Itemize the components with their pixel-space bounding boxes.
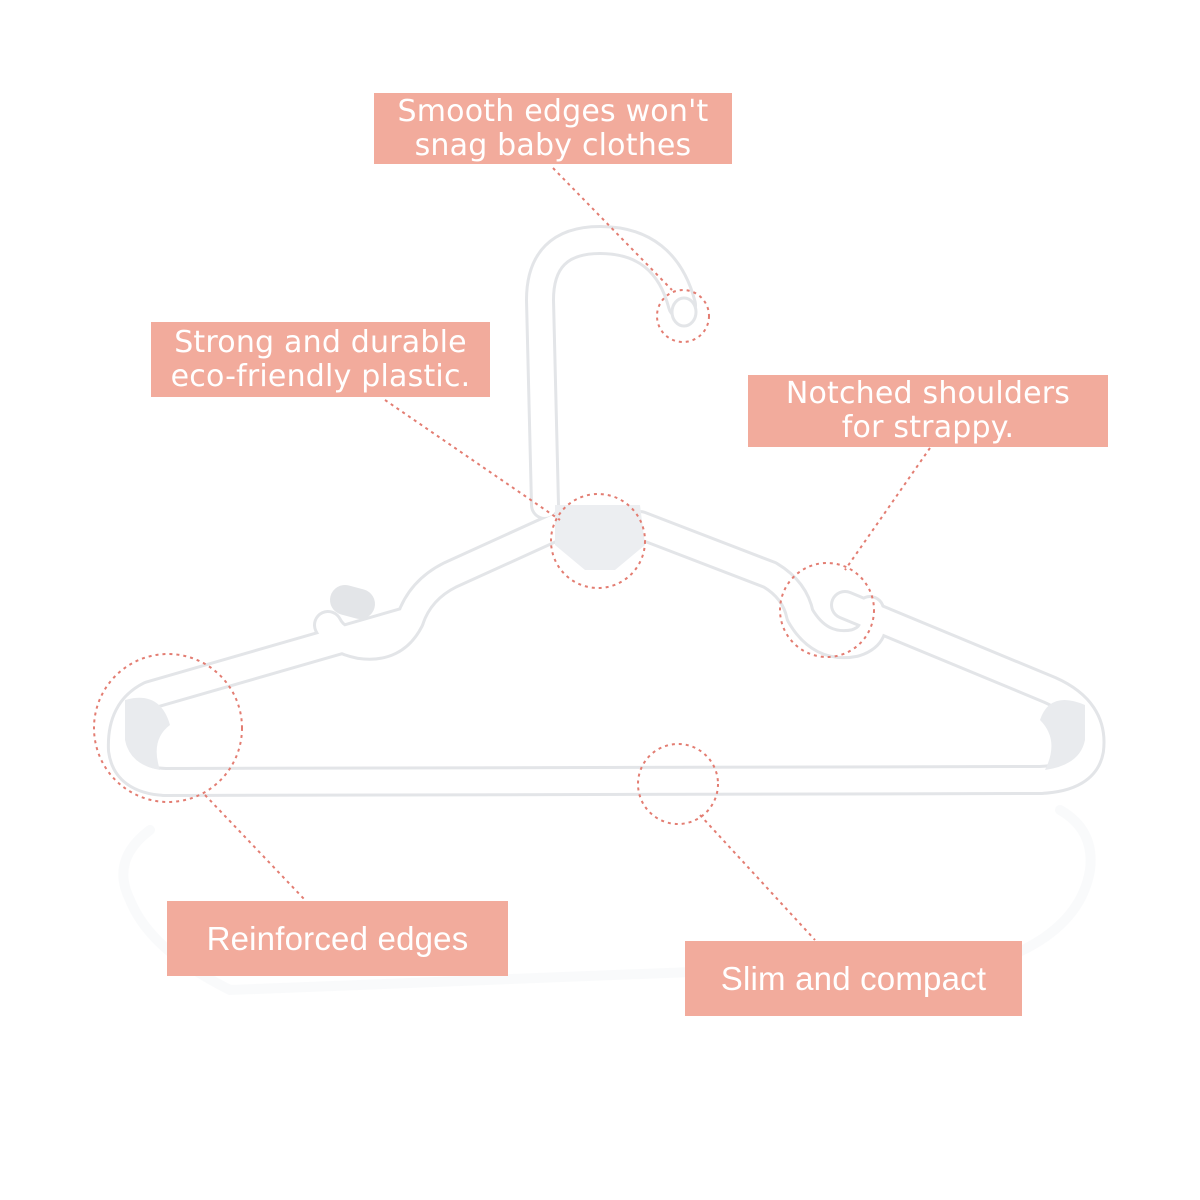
callout-reinforced-edges: Reinforced edges xyxy=(167,901,508,976)
callout-notched-shoulders: Notched shoulders for strappy. xyxy=(748,375,1108,447)
highlight-circles xyxy=(93,289,875,825)
highlight-circle-end xyxy=(93,653,243,803)
highlight-circle-hook-tip xyxy=(656,289,710,343)
hanger xyxy=(106,225,1106,797)
highlight-circle-center xyxy=(550,493,646,589)
callout-notched-shoulders-line2: for strappy. xyxy=(841,410,1015,445)
leader-line-reinforced-edges xyxy=(204,794,306,901)
leader-line-strong-durable xyxy=(384,399,561,521)
callout-slim-compact-label: Slim and compact xyxy=(720,959,987,997)
highlight-circle-notch xyxy=(779,562,875,658)
leader-line-notched-shoulders xyxy=(844,447,931,571)
callout-smooth-edges-line2: snag baby clothes xyxy=(414,127,692,163)
callout-smooth-edges: Smooth edges won't snag baby clothes xyxy=(374,93,732,164)
hanger-reflection xyxy=(118,805,1096,996)
callout-notched-shoulders-line1: Notched shoulders xyxy=(785,376,1071,411)
callout-strong-durable-line1: Strong and durable xyxy=(174,324,467,360)
leader-line-slim-compact xyxy=(699,814,816,941)
callout-smooth-edges-line1: Smooth edges won't xyxy=(397,93,709,129)
callout-reinforced-edges-label: Reinforced edges xyxy=(206,919,469,957)
callout-strong-durable: Strong and durable eco-friendly plastic. xyxy=(151,322,490,397)
leader-line-smooth-edges xyxy=(552,167,673,291)
callout-strong-durable-line2: eco-friendly plastic. xyxy=(170,358,471,394)
leader-lines xyxy=(204,167,931,941)
callout-slim-compact: Slim and compact xyxy=(685,941,1022,1016)
highlight-circle-bar xyxy=(637,743,719,825)
